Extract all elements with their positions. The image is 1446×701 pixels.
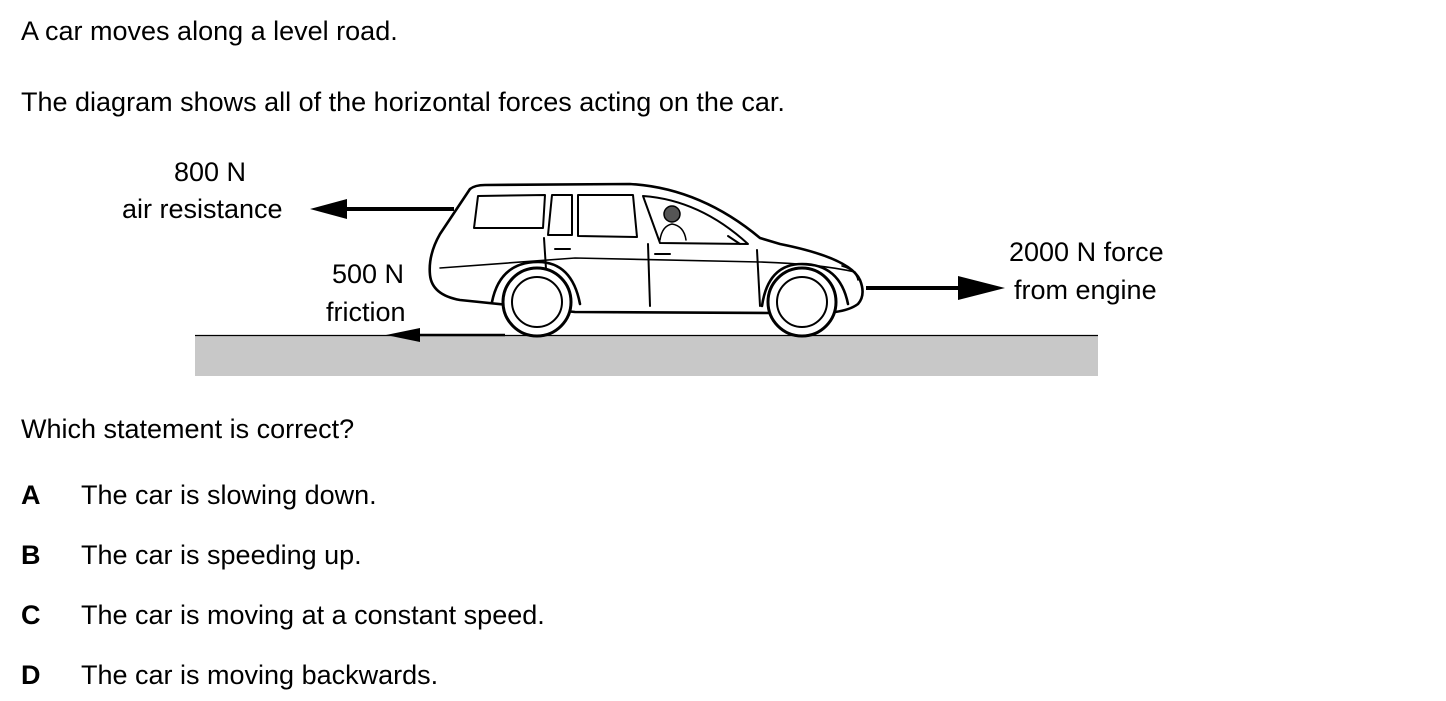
front-wheel (766, 266, 838, 338)
option-d-letter: D (21, 660, 41, 690)
engine-force-arrow (866, 276, 1005, 300)
option-b-text[interactable]: The car is speeding up. (81, 540, 362, 570)
engine-force-value: 2000 N force (1009, 237, 1164, 267)
option-a-letter: A (21, 480, 41, 510)
rear-wheel (501, 266, 573, 338)
friction-value: 500 N (332, 259, 405, 289)
option-c-text[interactable]: The car is moving at a constant speed. (81, 600, 545, 630)
air-resistance-arrow (310, 199, 454, 219)
option-b-letter: B (21, 540, 41, 570)
question-prompt: Which statement is correct? (21, 414, 355, 444)
question-intro: A car moves along a level road. (21, 16, 398, 46)
engine-force-label: from engine (1014, 275, 1157, 305)
friction-arrow (386, 328, 505, 342)
friction-label: friction (326, 297, 406, 327)
air-resistance-value: 800 N (174, 157, 247, 187)
road (195, 336, 1098, 376)
option-d-text[interactable]: The car is moving backwards. (81, 660, 439, 690)
question-description: The diagram shows all of the horizontal … (21, 87, 785, 117)
option-a-text[interactable]: The car is slowing down. (81, 480, 377, 510)
option-c-letter: C (21, 600, 41, 630)
air-resistance-label: air resistance (122, 194, 283, 224)
